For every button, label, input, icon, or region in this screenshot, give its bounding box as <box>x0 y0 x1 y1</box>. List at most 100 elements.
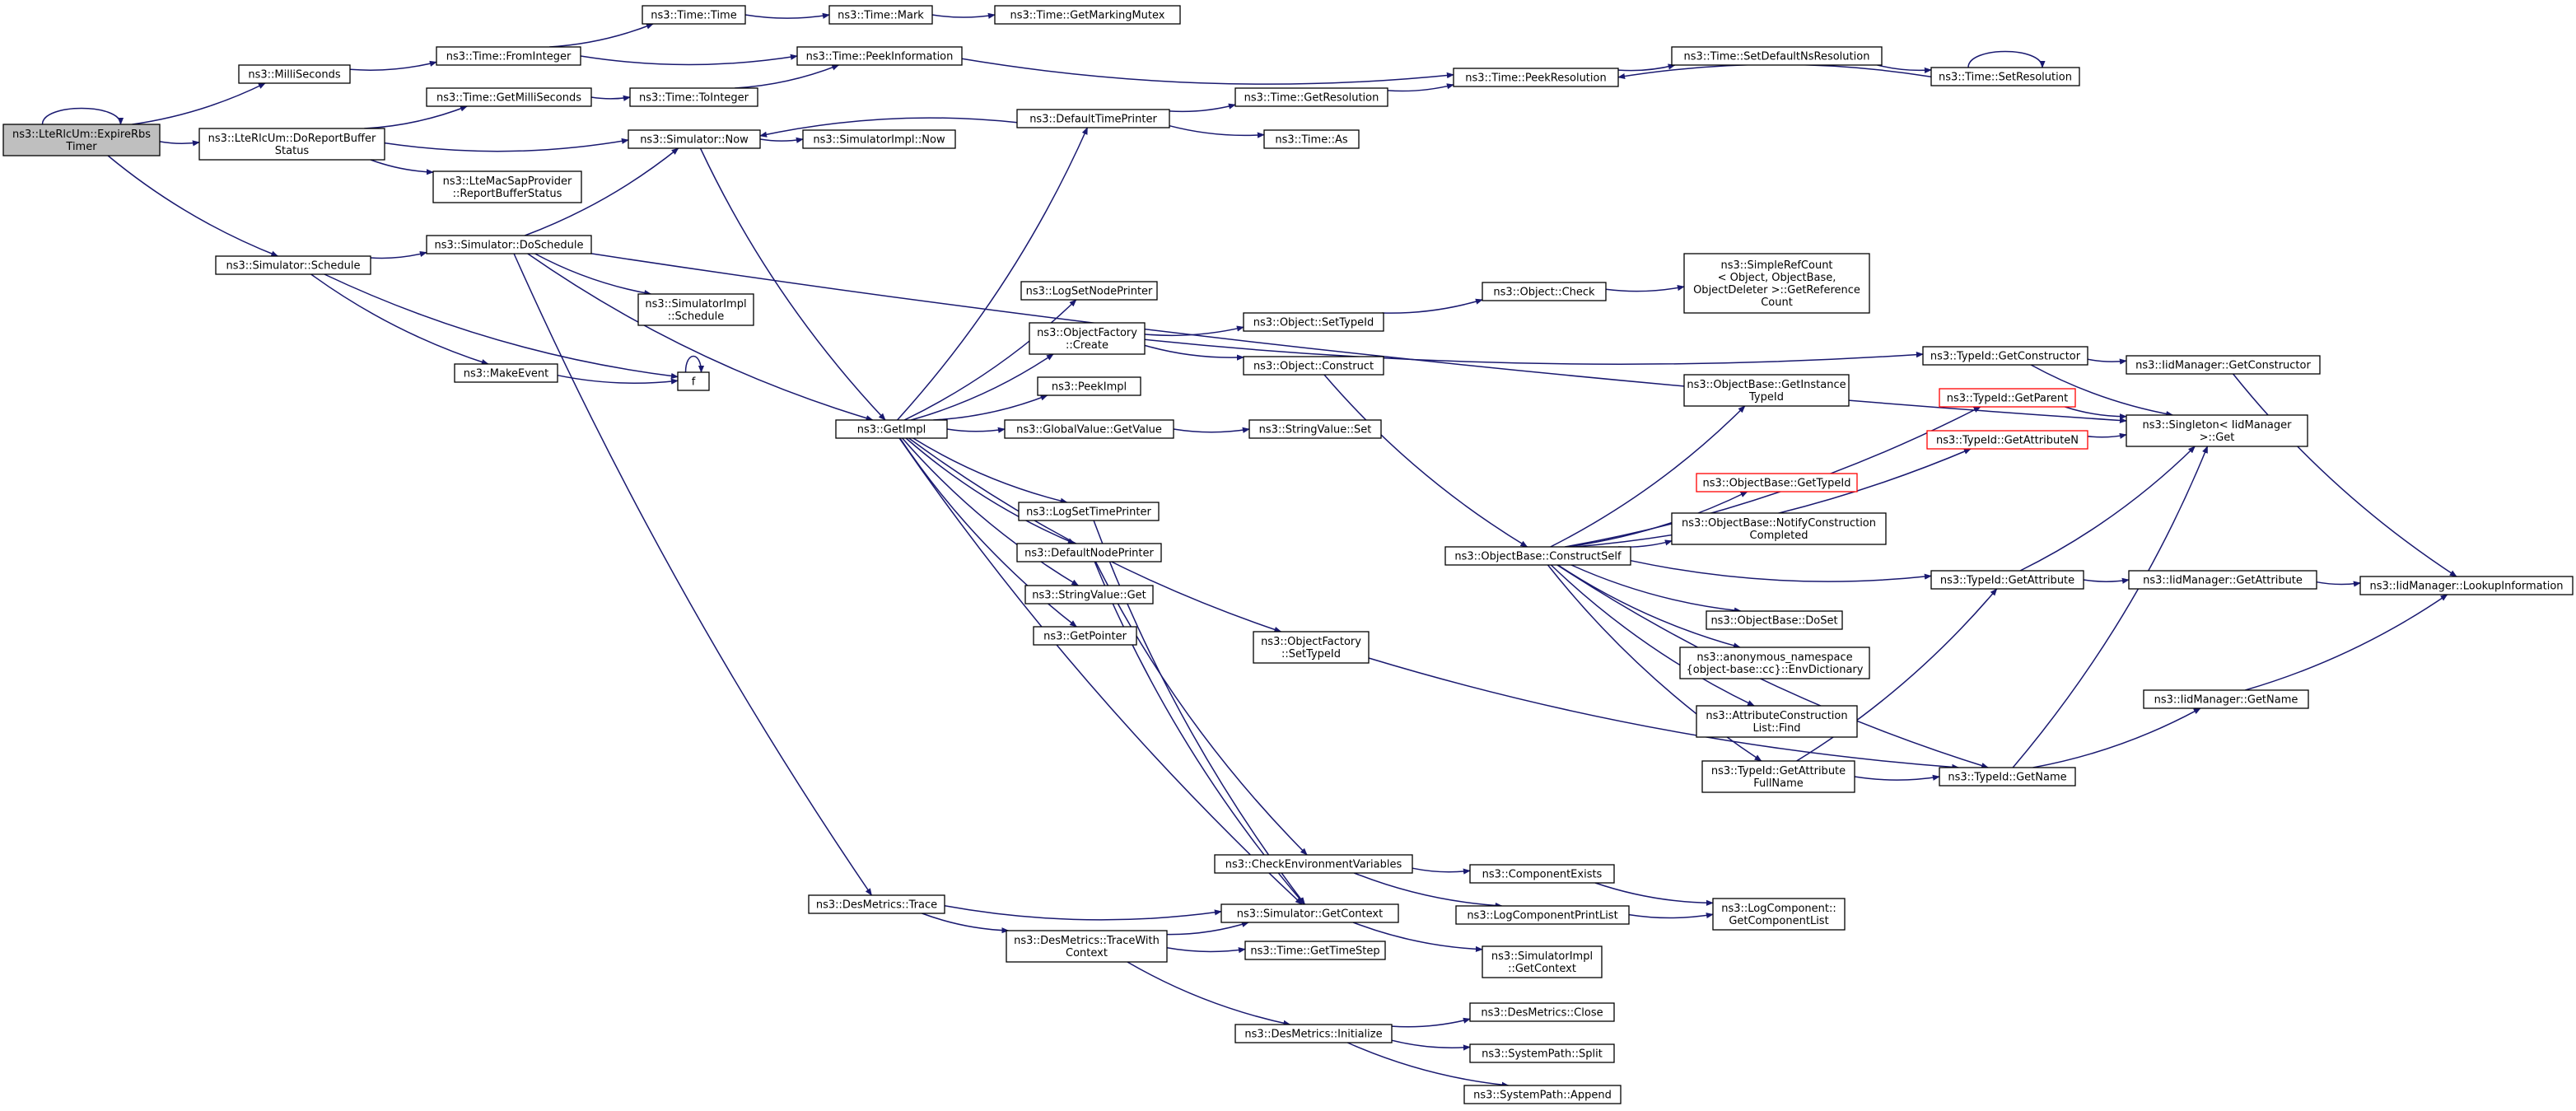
edge-desmtrace-to-simgetctx <box>944 904 1222 921</box>
node-tidgetparent[interactable]: ns3::TypeId::GetParent <box>1939 388 2076 408</box>
node-label: ::GetContext <box>1508 963 1576 975</box>
node-objbaseconstructself[interactable]: ns3::ObjectBase::ConstructSelf <box>1444 546 1631 566</box>
node-ms[interactable]: ns3::MilliSeconds <box>238 64 351 84</box>
edge-objbaseconstructself-to-objbasegettid <box>1567 491 1748 548</box>
node-getpointer[interactable]: ns3::GetPointer <box>1033 626 1137 646</box>
node-objbasegettid[interactable]: ns3::ObjectBase::GetTypeId <box>1696 473 1858 492</box>
node-objbasedoset[interactable]: ns3::ObjectBase::DoSet <box>1706 610 1843 630</box>
node-checkenv[interactable]: ns3::CheckEnvironmentVariables <box>1214 854 1413 874</box>
node-simnow[interactable]: ns3::Simulator::Now <box>628 129 761 149</box>
node-simimplsched[interactable]: ns3::SimulatorImpl::Schedule <box>637 293 754 326</box>
node-f[interactable]: f <box>677 371 710 391</box>
node-label: {object-base::cc}::EnvDictionary <box>1687 664 1864 676</box>
edge-dosched-to-simnow <box>525 147 679 236</box>
edge-objfactcreate-to-objconstruct <box>1144 344 1244 361</box>
node-getimpl[interactable]: ns3::GetImpl <box>835 419 948 439</box>
node-defnodeprint[interactable]: ns3::DefaultNodePrinter <box>1016 543 1162 563</box>
edge-iidgetattr-to-iidlookup <box>2316 581 2361 587</box>
node-getmutex[interactable]: ns3::Time::GetMarkingMutex <box>994 5 1181 25</box>
node-syssplit[interactable]: ns3::SystemPath::Split <box>1469 1043 1615 1063</box>
node-logcompget[interactable]: ns3::LogComponent::GetComponentList <box>1712 898 1846 931</box>
node-fromint[interactable]: ns3::Time::FromInteger <box>436 46 581 66</box>
node-objcheck[interactable]: ns3::Object::Check <box>1482 282 1607 301</box>
node-label: ns3::ObjectFactory <box>1037 327 1137 339</box>
node-label: ns3::DesMetrics::Close <box>1481 1007 1603 1020</box>
edge-makeev-to-f <box>557 374 679 385</box>
node-simgetctx[interactable]: ns3::Simulator::GetContext <box>1220 903 1399 923</box>
node-sysappend[interactable]: ns3::SystemPath::Append <box>1463 1085 1622 1104</box>
node-deftimeprint[interactable]: ns3::DefaultTimePrinter <box>1016 109 1170 128</box>
node-strvalget[interactable]: ns3::StringValue::Get <box>1024 585 1154 605</box>
node-timemark[interactable]: ns3::Time::Mark <box>828 5 933 25</box>
edge-getimpl-to-logsettime <box>912 437 1068 504</box>
node-toint[interactable]: ns3::Time::ToInteger <box>629 87 758 107</box>
node-peekinfo[interactable]: ns3::Time::PeekInformation <box>796 46 963 66</box>
node-anonenv[interactable]: ns3::anonymous_namespace{object-base::cc… <box>1679 647 1870 679</box>
node-label: ns3::Time::GetMarkingMutex <box>1010 10 1165 22</box>
node-strvalset[interactable]: ns3::StringValue::Set <box>1248 419 1382 439</box>
edge-ms-to-fromint <box>349 60 437 71</box>
node-simplerefcount[interactable]: ns3::SimpleRefCount< Object, ObjectBase,… <box>1683 253 1870 314</box>
node-label: Completed <box>1750 530 1808 542</box>
node-objfactsettid[interactable]: ns3::ObjectFactory::SetTypeId <box>1253 631 1370 664</box>
node-setdefns[interactable]: ns3::Time::SetDefaultNsResolution <box>1671 46 1883 66</box>
node-box <box>1214 854 1413 874</box>
node-box <box>1020 281 1158 301</box>
node-iidgetctor[interactable]: ns3::IidManager::GetConstructor <box>2126 355 2321 375</box>
node-tidgetattrn[interactable]: ns3::TypeId::GetAttributeN <box>1926 430 2088 450</box>
node-logcompprint[interactable]: ns3::LogComponentPrintList <box>1455 905 1630 925</box>
node-tidgetattr[interactable]: ns3::TypeId::GetAttribute <box>1930 570 2084 590</box>
node-makeev[interactable]: ns3::MakeEvent <box>454 363 558 383</box>
node-objfactcreate[interactable]: ns3::ObjectFactory::Create <box>1029 322 1146 355</box>
node-label: ns3::SimulatorImpl <box>1491 950 1593 963</box>
node-label: ns3::DesMetrics::Trace <box>816 899 937 912</box>
node-iidgetname[interactable]: ns3::IidManager::GetName <box>2143 689 2309 709</box>
node-setres[interactable]: ns3::Time::SetResolution <box>1930 67 2080 86</box>
edge-deftimeprint-to-getres <box>1169 103 1236 113</box>
node-ltemac[interactable]: ns3::LteMacSapProvider::ReportBufferStat… <box>432 170 582 203</box>
node-gettimestep[interactable]: ns3::Time::GetTimeStep <box>1244 941 1386 960</box>
node-desmclose[interactable]: ns3::DesMetrics::Close <box>1469 1002 1615 1022</box>
node-dosched[interactable]: ns3::Simulator::DoSchedule <box>426 235 592 254</box>
node-getres[interactable]: ns3::Time::GetResolution <box>1234 87 1388 107</box>
node-box <box>1006 930 1168 963</box>
node-peekres[interactable]: ns3::Time::PeekResolution <box>1453 68 1619 87</box>
node-label: ns3::DesMetrics::TraceWith <box>1014 935 1160 947</box>
node-objsettid[interactable]: ns3::Object::SetTypeId <box>1243 312 1384 332</box>
node-tidgetname[interactable]: ns3::TypeId::GetName <box>1939 767 2076 787</box>
node-iidlookup[interactable]: ns3::IidManager::LookupInformation <box>2359 576 2574 595</box>
node-label: ns3::Time::Mark <box>838 10 924 22</box>
node-label: ns3::Time::GetTimeStep <box>1250 945 1379 958</box>
node-peekimpl[interactable]: ns3::PeekImpl <box>1037 376 1141 396</box>
node-sched[interactable]: ns3::Simulator::Schedule <box>215 255 371 275</box>
node-singletonget[interactable]: ns3::Singleton< IidManager>::Get <box>2126 414 2308 447</box>
node-box <box>426 87 592 107</box>
node-tidgetctor[interactable]: ns3::TypeId::GetConstructor <box>1922 346 2088 366</box>
node-simimplgetctx[interactable]: ns3::SimulatorImpl::GetContext <box>1482 945 1603 978</box>
node-timeas[interactable]: ns3::Time::As <box>1263 129 1360 149</box>
node-label: ::Create <box>1066 339 1108 352</box>
node-label: ns3::Time::GetResolution <box>1244 92 1379 105</box>
node-box <box>1024 585 1154 605</box>
node-compexists[interactable]: ns3::ComponentExists <box>1469 864 1615 884</box>
node-timetime[interactable]: ns3::Time::Time <box>642 5 746 25</box>
node-desmtrace[interactable]: ns3::DesMetrics::Trace <box>808 894 945 914</box>
node-getms[interactable]: ns3::Time::GetMilliSeconds <box>426 87 592 107</box>
node-label: Context <box>1066 947 1108 959</box>
node-desminit[interactable]: ns3::DesMetrics::Initialize <box>1234 1024 1393 1043</box>
node-iidgetattr[interactable]: ns3::IidManager::GetAttribute <box>2128 570 2317 590</box>
edge-simgetctx-to-simimplgetctx <box>1352 922 1483 953</box>
node-objbasenotify[interactable]: ns3::ObjectBase::NotifyConstructionCompl… <box>1671 512 1887 545</box>
node-objconstruct[interactable]: ns3::Object::Construct <box>1243 356 1384 376</box>
node-label: ns3::ObjectFactory <box>1261 636 1361 648</box>
node-gvgetvalue[interactable]: ns3::GlobalValue::GetValue <box>1004 419 1174 439</box>
node-logsettime[interactable]: ns3::LogSetTimePrinter <box>1018 502 1160 521</box>
node-logsetnode[interactable]: ns3::LogSetNodePrinter <box>1020 281 1158 301</box>
node-simimplnow[interactable]: ns3::SimulatorImpl::Now <box>802 129 956 149</box>
